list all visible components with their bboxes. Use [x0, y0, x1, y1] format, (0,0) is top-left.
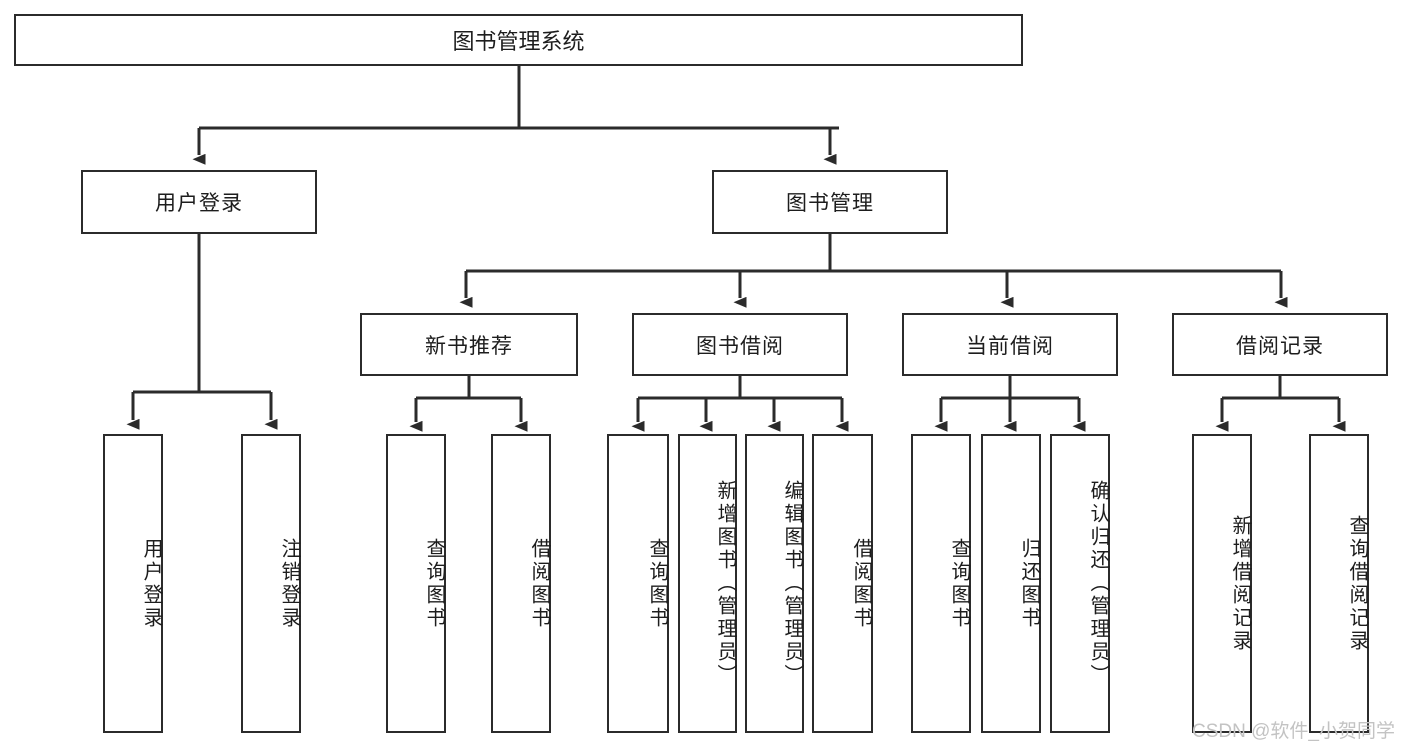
leaf-logout[interactable]: 注销登录 [241, 434, 301, 733]
leaf-label: 新增图书（管理员） [714, 480, 736, 687]
leaf-query-book-current[interactable]: 查询图书 [911, 434, 971, 733]
node-new-book-recommend[interactable]: 新书推荐 [360, 313, 578, 376]
leaf-edit-book-admin[interactable]: 编辑图书（管理员） [745, 434, 804, 733]
node-borrow-record[interactable]: 借阅记录 [1172, 313, 1388, 376]
csdn-watermark: CSDN @软件_小贺同学 [1192, 716, 1395, 743]
leaf-label: 查询借阅记录 [1346, 514, 1368, 653]
leaf-label: 查询图书 [423, 537, 445, 630]
leaf-query-borrow-record[interactable]: 查询借阅记录 [1309, 434, 1369, 733]
node-label: 当前借阅 [966, 334, 1054, 358]
leaf-label: 编辑图书（管理员） [781, 480, 803, 687]
leaf-return-book[interactable]: 归还图书 [981, 434, 1041, 733]
leaf-label: 借阅图书 [528, 537, 550, 630]
leaf-user-login[interactable]: 用户登录 [103, 434, 163, 733]
leaf-label: 用户登录 [140, 537, 162, 630]
node-label: 新书推荐 [425, 334, 513, 358]
leaf-borrow-book-rec[interactable]: 借阅图书 [491, 434, 551, 733]
leaf-query-book-rec[interactable]: 查询图书 [386, 434, 446, 733]
leaf-label: 借阅图书 [850, 537, 872, 630]
leaf-label: 查询图书 [646, 537, 668, 630]
node-root-book-management-system[interactable]: 图书管理系统 [14, 14, 1023, 66]
node-book-management[interactable]: 图书管理 [712, 170, 948, 234]
node-current-borrow[interactable]: 当前借阅 [902, 313, 1118, 376]
leaf-label: 归还图书 [1018, 537, 1040, 630]
node-label: 用户登录 [155, 192, 243, 215]
leaf-label: 查询图书 [948, 537, 970, 630]
leaf-query-book-borrow[interactable]: 查询图书 [607, 434, 669, 733]
leaf-add-borrow-record[interactable]: 新增借阅记录 [1192, 434, 1252, 733]
node-label: 图书借阅 [696, 334, 784, 358]
leaf-label: 新增借阅记录 [1229, 514, 1251, 653]
node-label: 图书管理 [786, 192, 874, 215]
node-user-login[interactable]: 用户登录 [81, 170, 317, 234]
node-book-borrow[interactable]: 图书借阅 [632, 313, 848, 376]
watermark-text: CSDN @软件_小贺同学 [1192, 721, 1395, 742]
leaf-confirm-return-admin[interactable]: 确认归还（管理员） [1050, 434, 1110, 733]
node-label: 图书管理系统 [452, 29, 585, 54]
leaf-label: 注销登录 [278, 537, 300, 630]
leaf-borrow-book[interactable]: 借阅图书 [812, 434, 873, 733]
node-label: 借阅记录 [1236, 334, 1324, 358]
leaf-label: 确认归还（管理员） [1087, 480, 1109, 687]
leaf-add-book-admin[interactable]: 新增图书（管理员） [678, 434, 737, 733]
